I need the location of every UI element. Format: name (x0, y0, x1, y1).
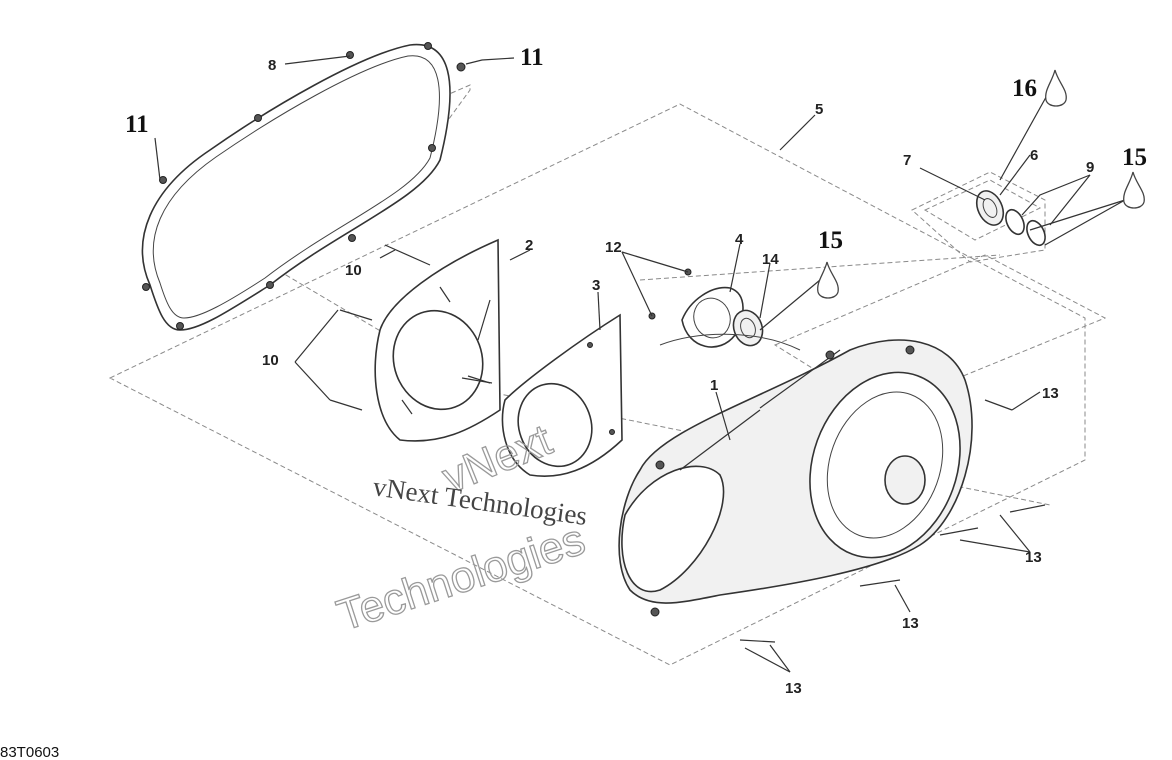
cover-plate-and-seal (681, 286, 764, 348)
callout-7: 7 (903, 152, 911, 169)
cover-gasket (141, 42, 466, 331)
callout-15: 15 (1122, 144, 1147, 171)
drop-icon (1045, 69, 1067, 107)
baffle-plate (501, 313, 623, 478)
leader-lines (154, 55, 1126, 673)
callout-11: 11 (125, 111, 149, 138)
callout-14: 14 (762, 251, 779, 268)
lubrication-drop-icons (817, 69, 1145, 299)
callout-6: 6 (1030, 147, 1038, 164)
callout-3: 3 (592, 277, 600, 294)
callout-13: 13 (1042, 385, 1059, 402)
callout-2: 2 (525, 237, 533, 254)
drop-icon (817, 261, 839, 299)
air-duct-plate (374, 238, 501, 442)
callout-13: 13 (1025, 549, 1042, 566)
callout-5: 5 (815, 101, 823, 118)
callout-16: 16 (1012, 75, 1037, 102)
callout-15: 15 (818, 227, 843, 254)
callout-1: 1 (710, 377, 718, 394)
callout-10: 10 (345, 262, 362, 279)
callout-8: 8 (268, 57, 276, 74)
watermark: vNext Technologies vNext Technologies (331, 415, 592, 642)
callout-11: 11 (520, 44, 544, 71)
callout-10: 10 (262, 352, 279, 369)
watermark-outline-bottom: Technologies (331, 515, 590, 641)
callout-13: 13 (902, 615, 919, 632)
callout-13: 13 (785, 680, 802, 697)
figure-code: 83T0603 (0, 744, 59, 760)
clutch-cover (618, 333, 973, 617)
drop-icon (1123, 171, 1145, 209)
callout-12: 12 (605, 239, 622, 256)
callout-4: 4 (735, 231, 744, 248)
callout-9: 9 (1086, 159, 1094, 176)
callouts: 11 11 8 5 16 6 7 9 15 2 3 12 4 14 15 10 … (125, 44, 1147, 697)
